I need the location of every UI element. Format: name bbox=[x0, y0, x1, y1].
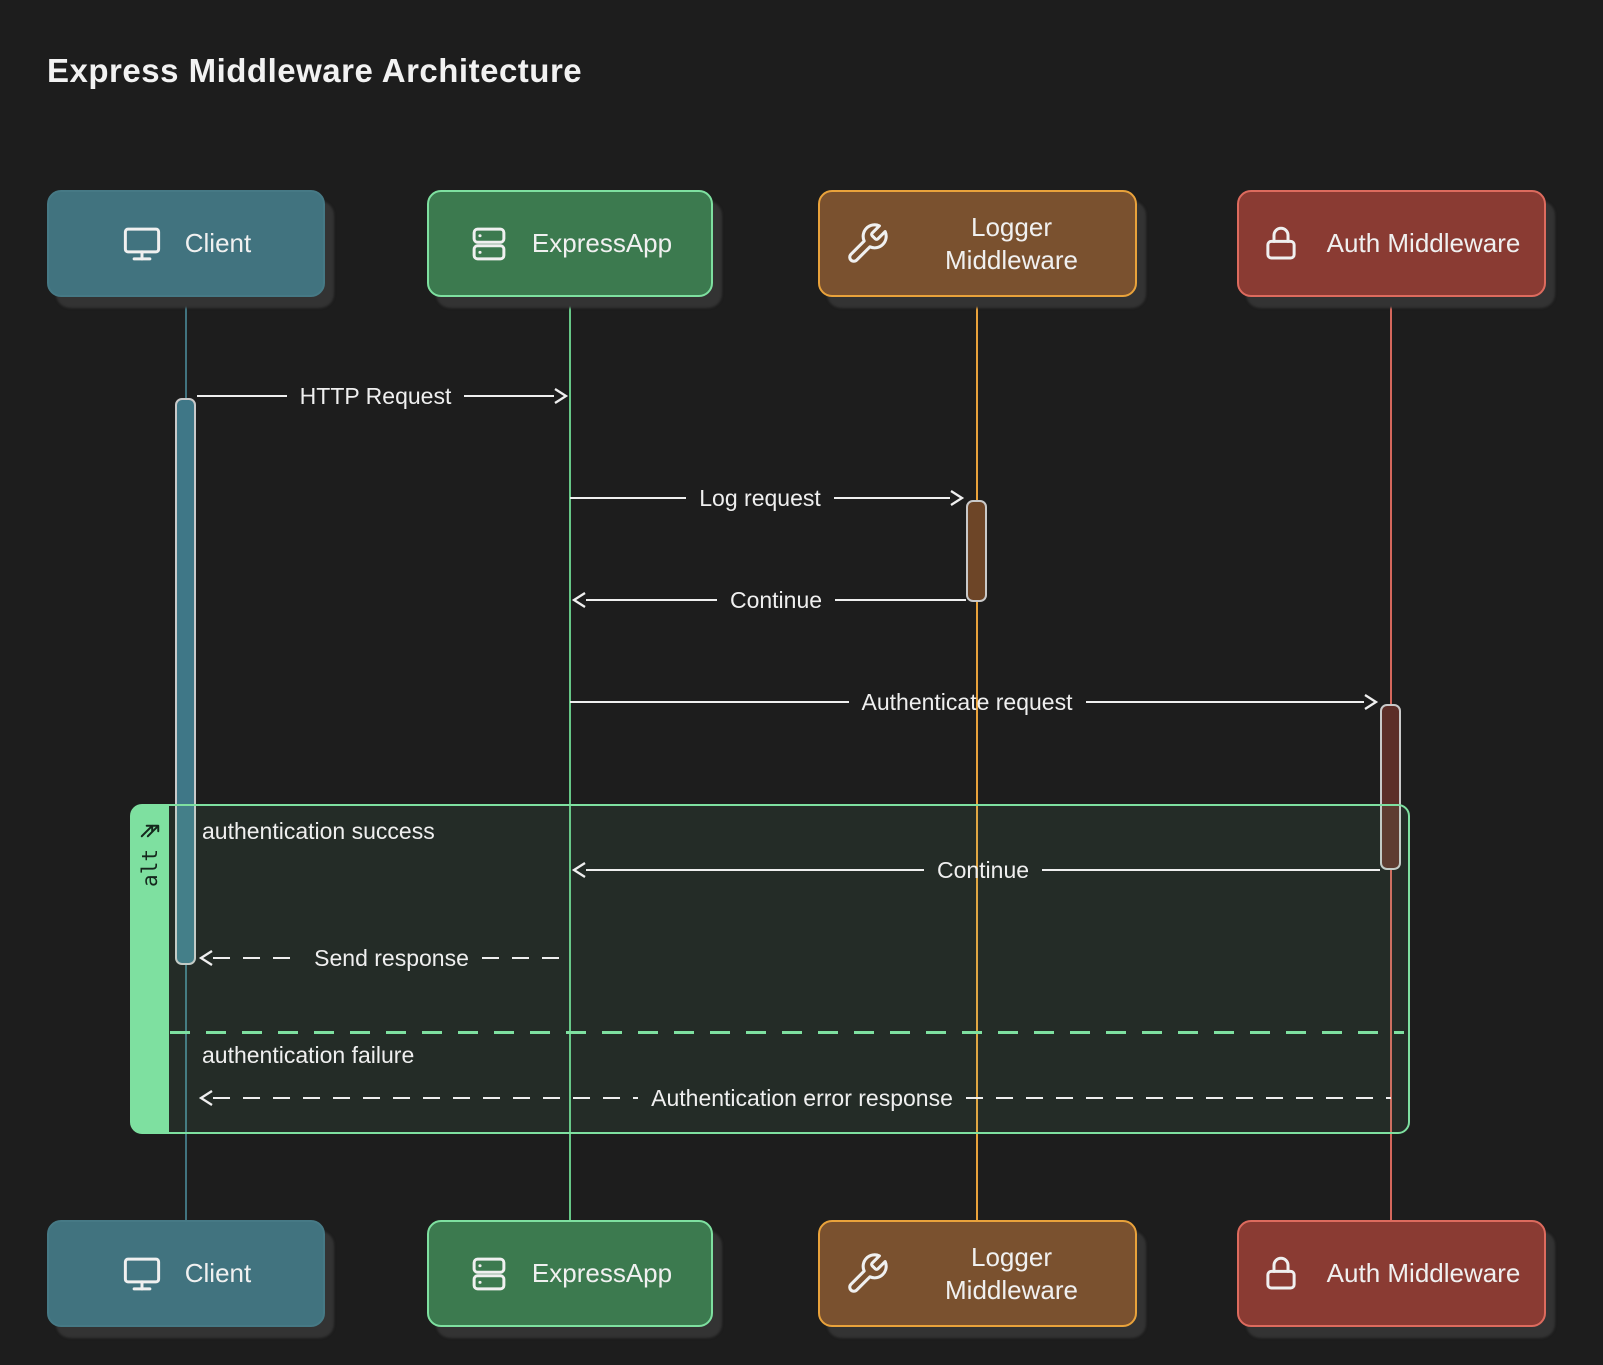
lock-icon bbox=[1265, 226, 1296, 259]
actor-express-top: ExpressApp bbox=[427, 190, 713, 297]
message-authenticate-request: Authenticate request bbox=[570, 685, 1380, 719]
alt-section-failure-label: authentication failure bbox=[202, 1042, 415, 1068]
arrowhead-right-icon bbox=[554, 388, 569, 404]
message-label: Authentication error response bbox=[651, 1084, 953, 1111]
lifeline-express bbox=[569, 297, 571, 1220]
activation-auth-bar bbox=[1380, 704, 1401, 870]
arrowhead-left-icon bbox=[198, 1090, 213, 1106]
actor-express-bottom: ExpressApp bbox=[427, 1220, 713, 1327]
alt-operator-tab: alt bbox=[131, 805, 169, 1133]
message-label: Authenticate request bbox=[861, 688, 1073, 715]
activation-client-bar bbox=[175, 398, 196, 965]
alt-divider bbox=[170, 1031, 1404, 1034]
wrench-icon bbox=[847, 1252, 888, 1293]
alt-frame: alt authentication success authenticatio… bbox=[130, 804, 1410, 1134]
lock-icon bbox=[1265, 1256, 1296, 1289]
message-log-request: Log request bbox=[570, 481, 966, 515]
activation-logger-bar bbox=[966, 500, 987, 602]
arrowhead-right-icon bbox=[950, 490, 965, 506]
actor-logger-bottom: Logger Middleware bbox=[818, 1220, 1137, 1327]
actor-label: Client bbox=[184, 1258, 252, 1289]
actor-label: Client bbox=[184, 228, 252, 259]
lifeline-logger bbox=[976, 297, 978, 1220]
actor-auth-top: Auth Middleware bbox=[1237, 190, 1546, 297]
message-send-response: Send response bbox=[197, 941, 571, 975]
page-title: Express Middleware Architecture bbox=[47, 52, 583, 89]
server-icon bbox=[472, 1257, 506, 1290]
actor-label: Logger Middleware bbox=[945, 212, 1078, 275]
actor-client-bottom: Client bbox=[47, 1220, 325, 1327]
arrowhead-right-icon bbox=[1364, 694, 1379, 710]
wrench-icon bbox=[847, 222, 888, 263]
message-label: Send response bbox=[314, 944, 469, 971]
message-label: HTTP Request bbox=[299, 382, 452, 409]
message-continue-logger: Continue bbox=[570, 583, 967, 617]
message-label: Continue bbox=[729, 586, 823, 613]
actor-client-top: Client bbox=[47, 190, 325, 297]
actor-auth-bottom: Auth Middleware bbox=[1237, 1220, 1546, 1327]
alt-operator-label: alt bbox=[138, 849, 162, 887]
actor-label: Logger Middleware bbox=[945, 1242, 1078, 1305]
message-auth-error-response: Authentication error response bbox=[197, 1081, 1392, 1115]
actor-label: Auth Middleware bbox=[1326, 228, 1521, 259]
fork-icon bbox=[140, 824, 160, 838]
monitor-icon bbox=[123, 227, 160, 260]
message-http-request: HTTP Request bbox=[197, 379, 570, 413]
alt-section-success-label: authentication success bbox=[202, 818, 435, 844]
actor-logger-top: Logger Middleware bbox=[818, 190, 1137, 297]
actor-label: ExpressApp bbox=[531, 228, 673, 259]
arrowhead-left-icon bbox=[198, 950, 213, 966]
server-icon bbox=[472, 227, 506, 260]
actor-label: Auth Middleware bbox=[1326, 1258, 1521, 1289]
message-label: Log request bbox=[699, 484, 821, 511]
arrowhead-left-icon bbox=[571, 592, 586, 608]
message-label: Continue bbox=[936, 856, 1030, 883]
monitor-icon bbox=[123, 1257, 160, 1290]
actor-label: ExpressApp bbox=[531, 1258, 673, 1289]
message-continue-auth: Continue bbox=[570, 853, 1381, 887]
arrowhead-left-icon bbox=[571, 862, 586, 878]
